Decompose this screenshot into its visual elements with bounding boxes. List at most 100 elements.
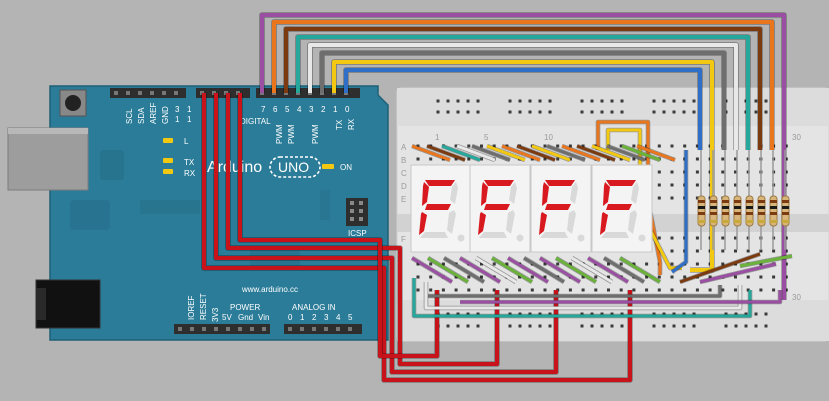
breadboard-hole: [607, 288, 610, 292]
rail-hole: [692, 312, 696, 316]
col-number-30: 30: [792, 133, 801, 142]
rail-hole: [724, 324, 728, 328]
wire-teal-pin4: [296, 35, 750, 150]
jumper-top-10: [561, 144, 601, 162]
breadboard-hole: [645, 288, 649, 292]
segment-c: [567, 210, 576, 234]
segment-dp: [638, 234, 646, 242]
breadboard-hole: [619, 157, 623, 161]
breadboard-hole: [492, 144, 496, 148]
reset-button-cap[interactable]: [65, 95, 81, 111]
seven-segment-displays: [410, 164, 653, 253]
bottom-header-pins: [178, 327, 352, 331]
digital-pin-4: 4: [297, 105, 302, 114]
header-top-mid: [196, 88, 250, 98]
rail-hole: [518, 110, 522, 114]
rail-hole: [508, 110, 512, 114]
rail-hole: [652, 110, 656, 114]
uno-label: UNO: [278, 159, 309, 175]
breadboard-hole: [492, 262, 496, 266]
breadboard-hole: [607, 262, 610, 266]
segment-f: [422, 182, 429, 206]
resistor-body: [757, 195, 766, 227]
resistor-band: [722, 200, 729, 203]
jumper-top-1: [426, 144, 466, 162]
label-12: 1: [187, 115, 192, 124]
rail-hole: [600, 312, 604, 316]
breadboard-hole: [441, 288, 445, 292]
breadboard-hole: [670, 262, 674, 266]
segment-a: [545, 180, 575, 186]
header-analog: [284, 324, 362, 334]
jumper-bottom-10: [571, 256, 613, 284]
breadboard-hole: [746, 288, 750, 292]
digital-pin-6: 6: [273, 105, 278, 114]
label-ioref: IOREF: [187, 295, 196, 320]
rail-hole: [580, 99, 584, 103]
seven-segment-digit-2: [469, 164, 531, 253]
led-l: [163, 138, 173, 143]
breadboard-hole: [784, 288, 788, 292]
rail-hole: [446, 110, 450, 114]
breadboard-hole: [416, 275, 420, 279]
icsp-pin: [350, 217, 354, 221]
breadboard-hole: [746, 157, 750, 161]
breadboard-hole: [619, 144, 623, 148]
resistor-band: [734, 200, 741, 203]
breadboard-hole: [429, 157, 433, 161]
power-header-pin: [262, 327, 266, 331]
rail-hole: [682, 110, 686, 114]
wire-purple-bottom: [460, 290, 782, 304]
breadboard-hole: [695, 144, 699, 148]
segment-f: [542, 182, 549, 206]
breadboard-hole: [594, 275, 598, 279]
rail-hole: [528, 312, 532, 316]
resistor-body: [769, 195, 778, 227]
breadboard-hole: [657, 170, 661, 174]
wire-red-1: [202, 93, 632, 382]
segment-dp: [457, 234, 465, 242]
breadboard-hole: [454, 275, 458, 279]
jumper-top-5: [486, 144, 526, 162]
wire-purple-diag: [699, 262, 777, 284]
rail-hole: [692, 324, 696, 328]
breadboard-hole: [695, 183, 699, 187]
jumper-top-2: [441, 144, 481, 162]
breadboard-hole: [568, 288, 572, 292]
pwm-label-5: PWM: [287, 124, 296, 144]
segment-b: [509, 182, 517, 204]
rail-hole: [662, 110, 666, 114]
wire-red-2: [214, 93, 558, 374]
wire-orange-pin6: [272, 20, 774, 150]
rail-hole: [672, 324, 676, 328]
resistor-band: [746, 206, 753, 209]
resistor-band: [722, 220, 729, 223]
breadboard-hole: [429, 262, 433, 266]
breadboard-hole: [759, 288, 763, 292]
resistor-band: [758, 206, 765, 209]
rail-hole: [764, 312, 768, 316]
resistor-body: [745, 195, 754, 227]
rail-hole: [548, 99, 552, 103]
rail-hole: [518, 312, 522, 316]
breadboard-hole: [784, 249, 788, 253]
breadboard-hole: [518, 288, 522, 292]
breadboard-hole: [581, 288, 585, 292]
label-aref: AREF: [149, 103, 158, 124]
jumper-top-13: [606, 144, 646, 162]
breadboard-hole: [784, 157, 788, 161]
rail-hole: [518, 99, 522, 103]
rail-hole: [508, 312, 512, 316]
wire-brown-diag: [679, 252, 761, 284]
wire-purple-pin7: [260, 13, 786, 300]
resistor-band: [782, 200, 789, 203]
rail-hole: [476, 110, 480, 114]
col-number-1: 1: [435, 133, 440, 142]
analog-in-label: ANALOG IN: [292, 303, 336, 312]
digital-pin-2: 2: [321, 105, 326, 114]
breadboard-hole: [657, 275, 661, 279]
breadboard-hole: [632, 262, 636, 266]
breadboard-hole: [784, 262, 788, 266]
segment-f: [481, 182, 488, 206]
analog-header-pin: [324, 327, 328, 331]
